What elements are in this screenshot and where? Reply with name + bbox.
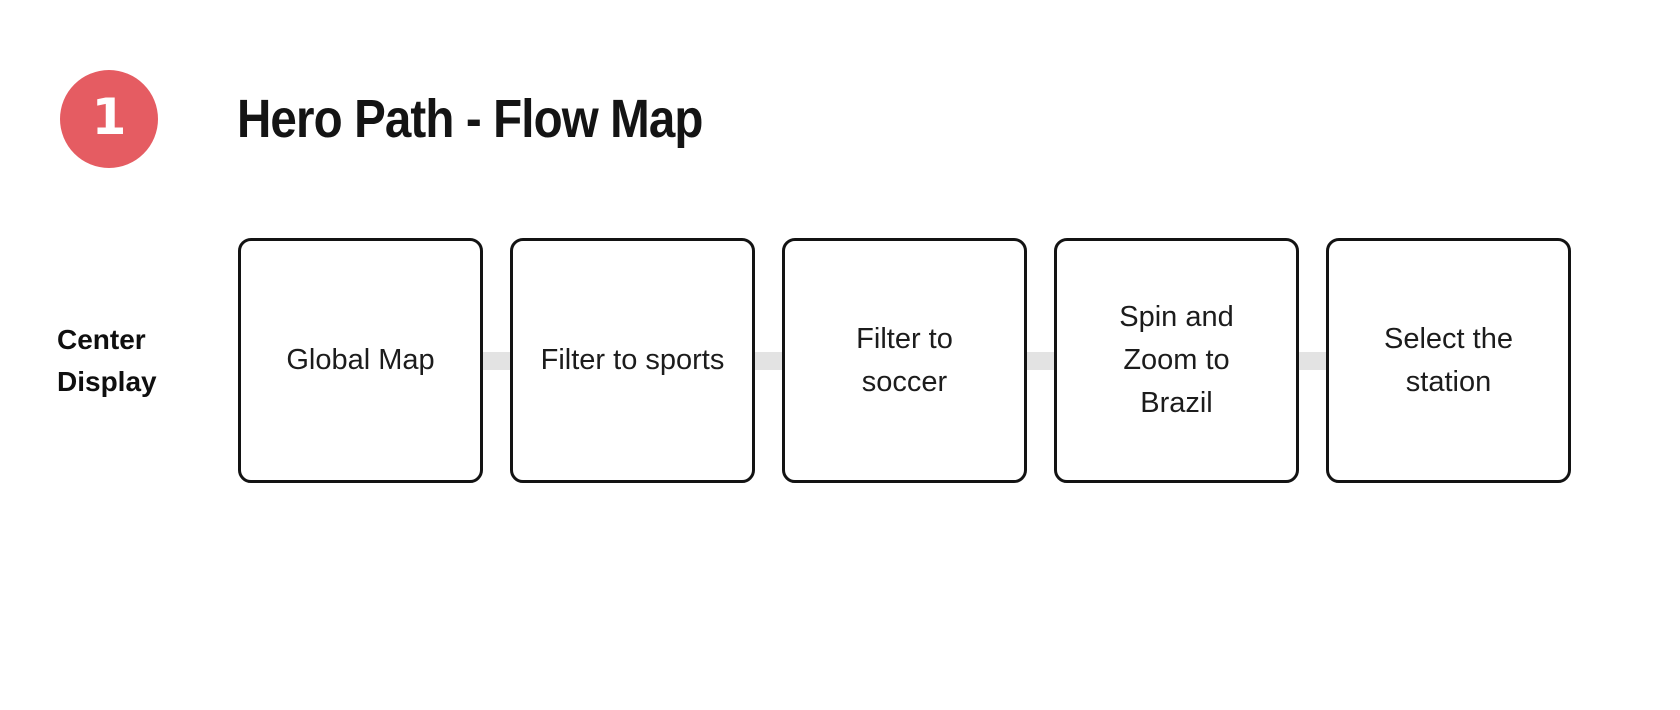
flow-node-label: Global Map (286, 344, 435, 376)
row-label-center-display: Center Display (57, 323, 157, 397)
connector-line (1299, 351, 1326, 370)
flow-node-label: Filter to sports (540, 344, 725, 376)
flow-node-label: Filter to soccer (856, 322, 953, 398)
flow-node-global-map[interactable]: Global Map (238, 238, 483, 483)
connector-line (755, 351, 782, 370)
flow-node-spin-zoom-brazil[interactable]: Spin and Zoom to Brazil (1054, 238, 1299, 483)
connector-line (1027, 351, 1054, 370)
flow-nodes: Global Map Filter to sports Filter to so… (238, 238, 1571, 483)
step-number-badge: 1 (60, 70, 158, 168)
flow-node-filter-to-soccer[interactable]: Filter to soccer (782, 238, 1027, 483)
flow-node-label: Spin and Zoom to Brazil (1119, 301, 1234, 419)
flow-node-filter-to-sports[interactable]: Filter to sports (510, 238, 755, 483)
flow-node-label: Select the station (1384, 322, 1513, 398)
flow-row: Center Display Global Map Filter to spor… (57, 238, 1571, 483)
page-title-text: Hero Path - Flow Map (237, 89, 703, 149)
connector-line (483, 351, 510, 370)
page-title: Hero Path - Flow Map (237, 70, 766, 168)
step-number: 1 (91, 88, 127, 146)
flow-node-select-station[interactable]: Select the station (1326, 238, 1571, 483)
